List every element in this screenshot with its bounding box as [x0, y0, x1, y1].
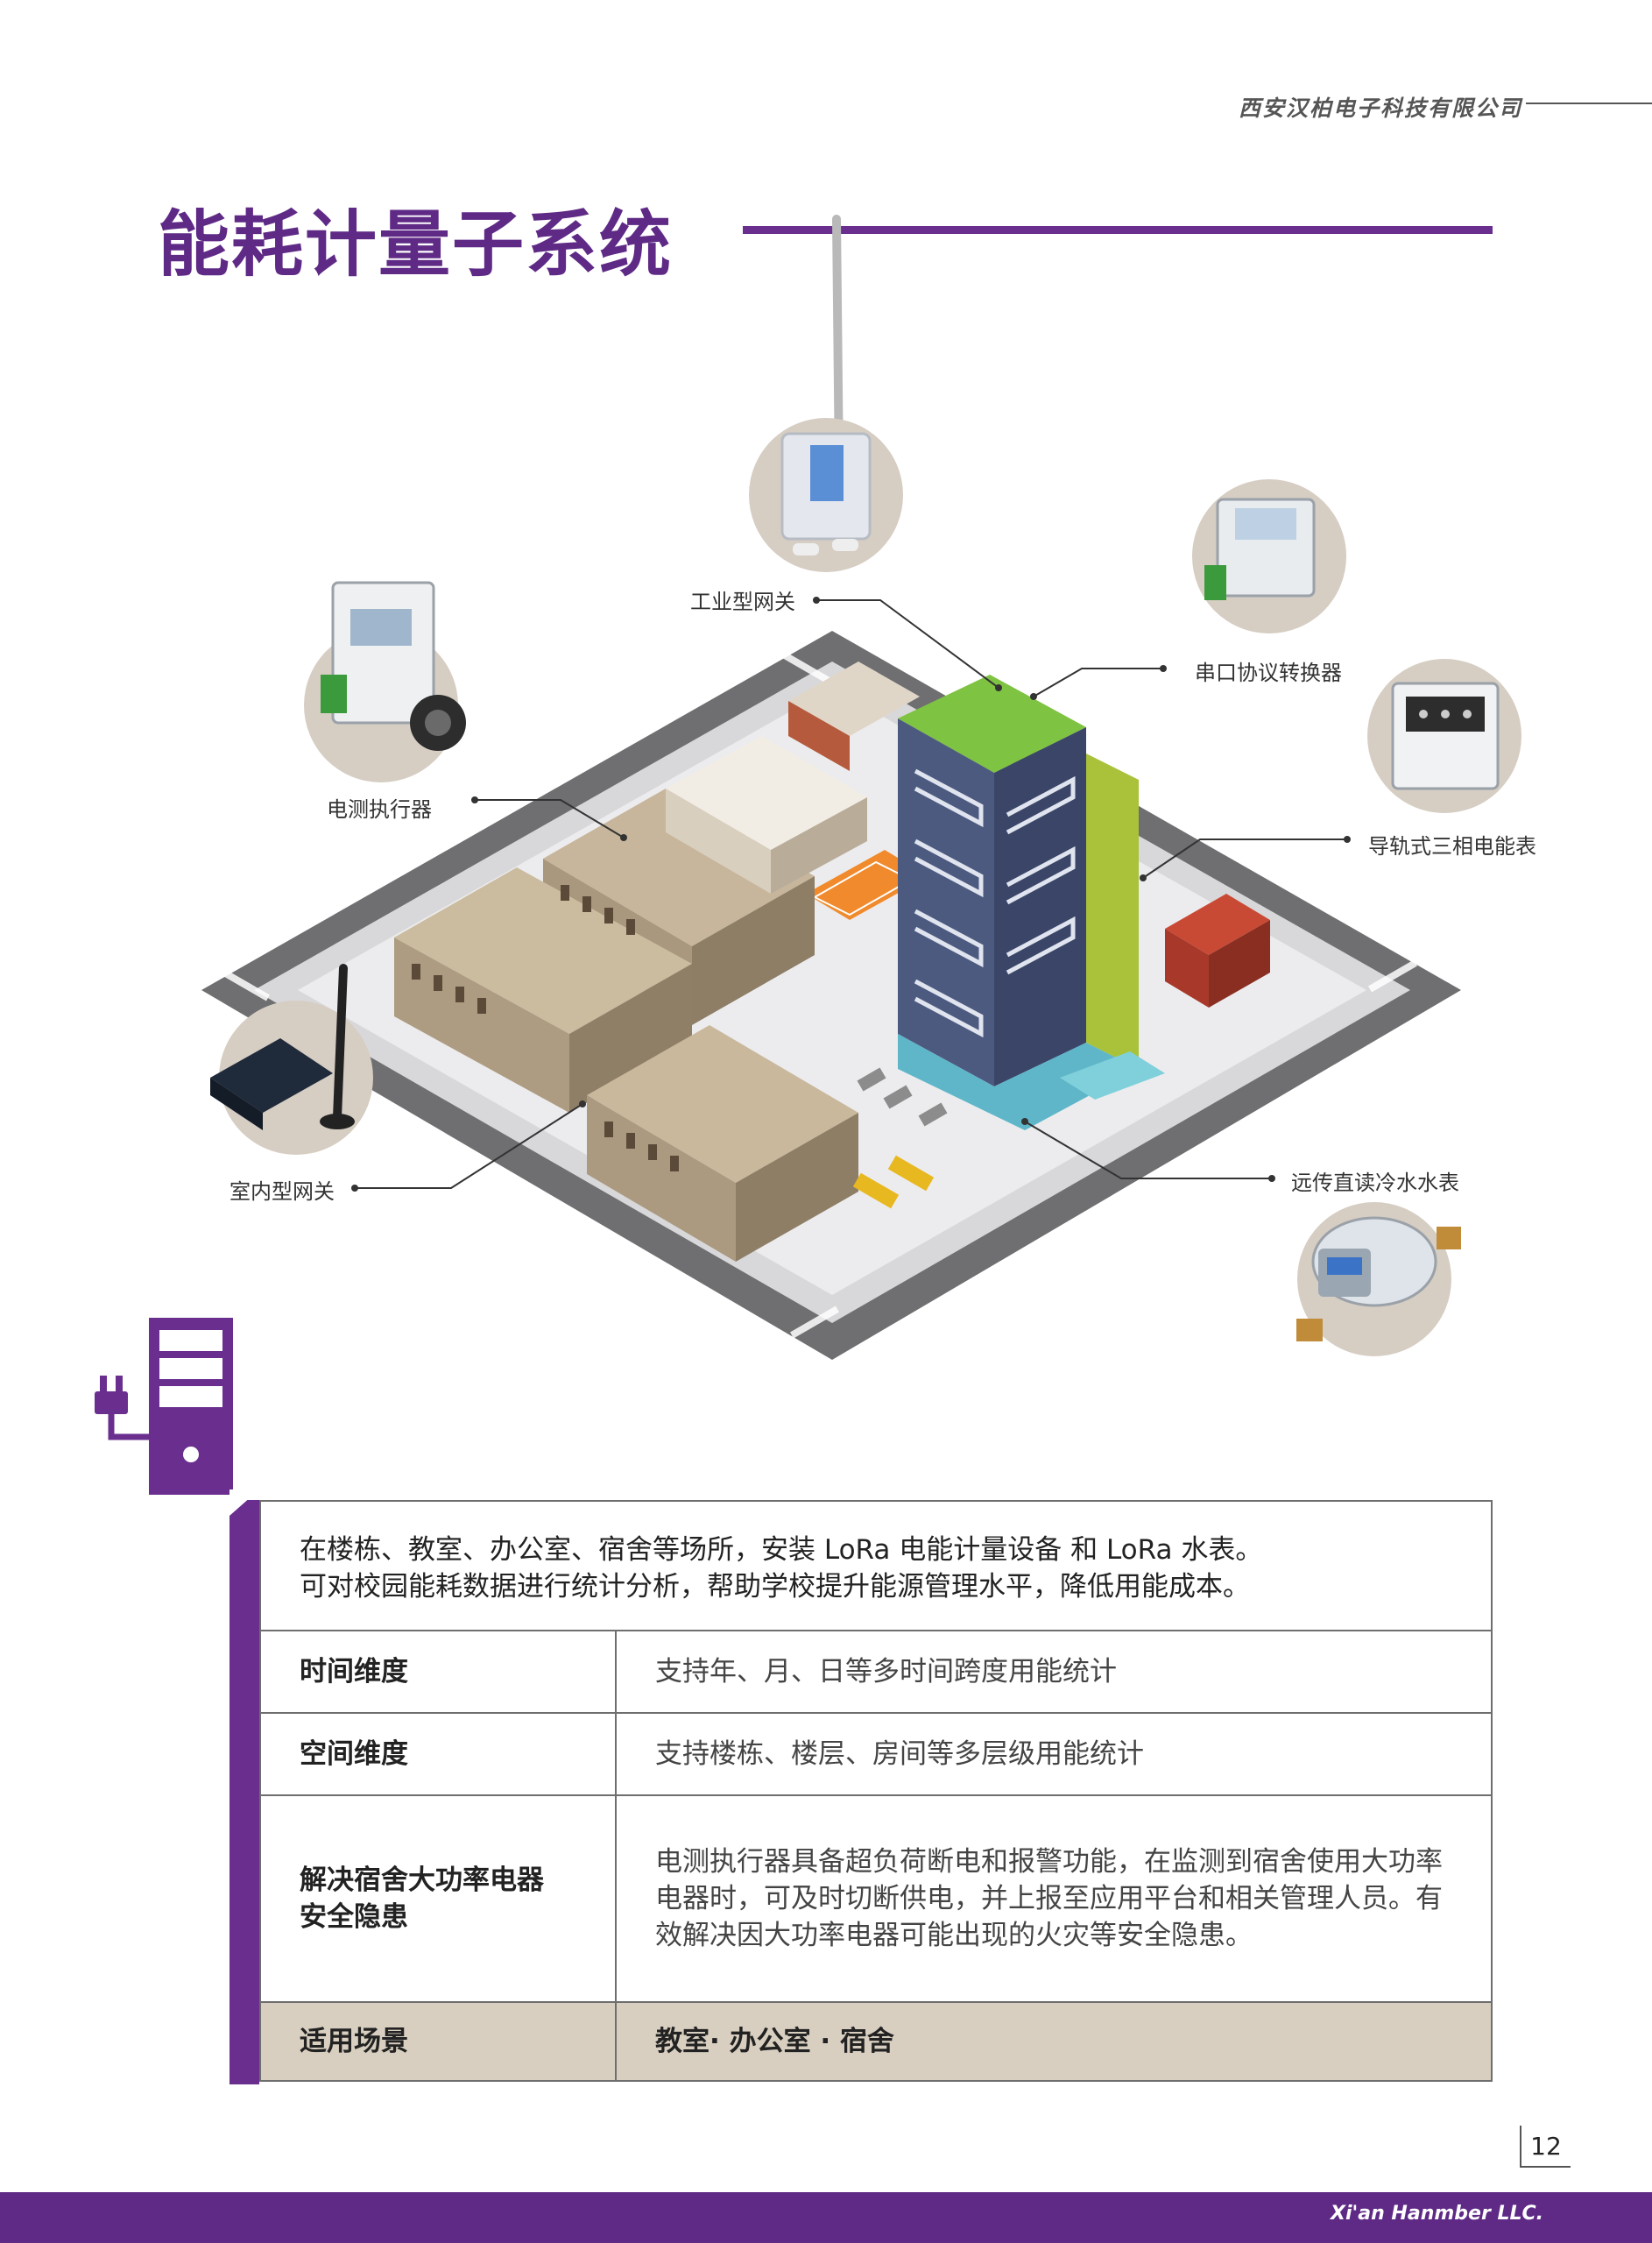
page-number: 12 [1520, 2126, 1571, 2168]
table-row: 空间维度 支持楼栋、楼层、房间等多层级用能统计 [261, 1714, 1491, 1796]
row-value-safety: 电测执行器具备超负荷断电和报警功能，在监测到宿舍使用大功率电器时，可及时切断供电… [655, 1846, 1443, 1951]
row-key-time: 时间维度 [261, 1631, 617, 1712]
header-rule [1526, 103, 1652, 104]
label-rail-meter: 导轨式三相电能表 [1368, 834, 1536, 859]
intro-text: 在楼栋、教室、办公室、宿舍等场所，安装 LoRa 电能计量设备 和 LoRa 水… [261, 1502, 1491, 1631]
classical-buildings [394, 789, 858, 1262]
row-key-scenario: 适用场景 [261, 2003, 617, 2080]
row-key-space: 空间维度 [261, 1714, 617, 1794]
row-value-space: 支持楼栋、楼层、房间等多层级用能统计 [655, 1738, 1144, 1770]
company-name: 西安汉柏电子科技有限公司 [1238, 96, 1522, 121]
label-indoor-gateway: 室内型网关 [229, 1179, 335, 1204]
info-table: 在楼栋、教室、办公室、宿舍等场所，安装 LoRa 电能计量设备 和 LoRa 水… [259, 1500, 1493, 2082]
table-accent-bar [229, 1500, 259, 2084]
footer-bar: Xi'an Hanmber LLC. [0, 2192, 1652, 2243]
label-power-actuator: 电测执行器 [327, 797, 432, 822]
row-value-scenario: 教室· 办公室 · 宿舍 [655, 2026, 894, 2057]
crosswalks [221, 647, 1417, 1339]
vehicles [852, 1067, 948, 1209]
page-title: 能耗计量子系统 [158, 203, 674, 287]
power-meter-icon [95, 1318, 233, 1495]
table-row: 解决宿舍大功率电器 安全隐患 电测执行器具备超负荷断电和报警功能，在监测到宿舍使… [261, 1796, 1491, 2003]
row-key-safety: 解决宿舍大功率电器 安全隐患 [261, 1796, 617, 2001]
title-rule [743, 226, 1493, 234]
table-row: 适用场景 教室· 办公室 · 宿舍 [261, 2003, 1491, 2080]
office-tower [898, 675, 1139, 1130]
footer-brand: Xi'an Hanmber LLC. [1331, 2203, 1543, 2225]
campus-illustration [201, 215, 1521, 1360]
row-value-time: 支持年、月、日等多时间跨度用能统计 [655, 1656, 1117, 1688]
table-row: 时间维度 支持年、月、日等多时间跨度用能统计 [261, 1631, 1491, 1714]
label-water-meter: 远传直读冷水水表 [1291, 1171, 1459, 1195]
label-serial-converter: 串口协议转换器 [1195, 661, 1342, 685]
label-industrial-gateway: 工业型网关 [690, 590, 795, 614]
